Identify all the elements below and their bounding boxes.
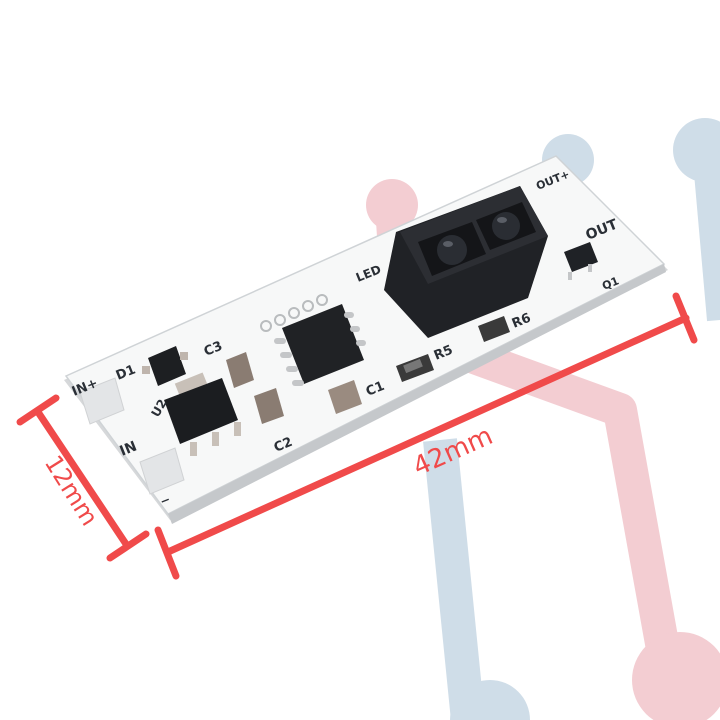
ir-sensor (384, 186, 548, 338)
regulator-u2 (164, 372, 241, 456)
dimension-12mm (16, 394, 150, 562)
label-in-minus: IN (118, 439, 140, 460)
diode-d1 (142, 346, 188, 386)
label-d1: D1 (114, 362, 138, 383)
pcb-board: IN+ D1 IN − U2 C3 C2 C1 R5 R6 LED OUT+ O… (64, 155, 668, 524)
label-q1: Q1 (600, 274, 621, 292)
label-r5: R5 (432, 343, 455, 364)
capacitor-c2 (254, 388, 284, 424)
pad-in-plus (79, 377, 125, 425)
label-c2: C2 (272, 435, 295, 456)
capacitor-c3 (226, 352, 254, 388)
ic-soic8 (260, 294, 366, 386)
label-r6: R6 (510, 311, 533, 332)
capacitor-c1 (328, 380, 362, 414)
label-c1: C1 (364, 379, 387, 400)
resistor-r6 (478, 316, 510, 342)
pad-in-minus (139, 447, 185, 495)
label-minus: − (158, 492, 173, 509)
resistor-r5 (396, 354, 434, 382)
transistor-q1 (564, 242, 598, 280)
dimension-42mm (154, 292, 698, 580)
label-c3: C3 (202, 339, 225, 360)
